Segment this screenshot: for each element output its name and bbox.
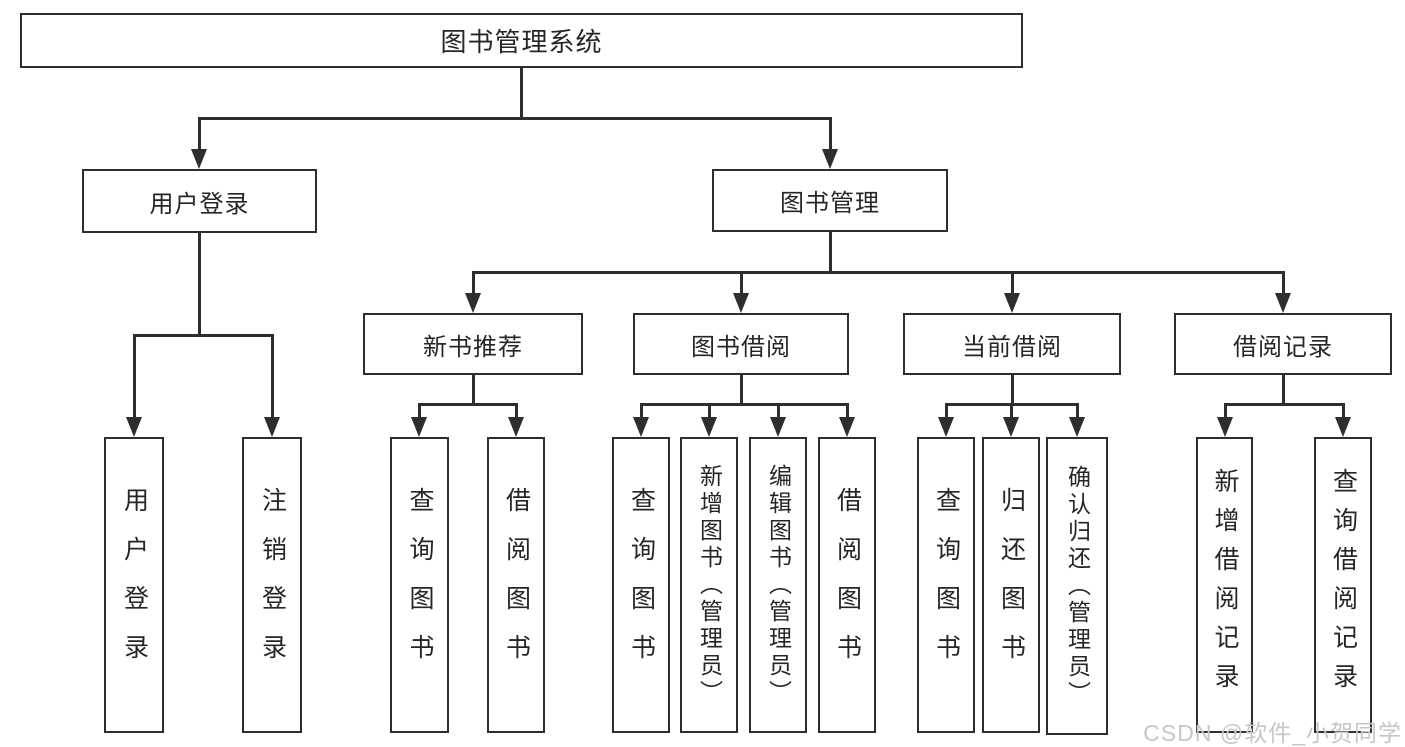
node-user-login-label: 用户登录 — [149, 190, 250, 218]
arrow-down-icon — [1335, 417, 1351, 437]
connector-line — [520, 68, 523, 119]
node-leaf-query-books-borrow: 查询图书 — [612, 437, 670, 733]
node-leaf-confirm-return-admin-label: 确认归还（管理员） — [1064, 464, 1091, 708]
connector-line — [515, 403, 518, 426]
node-leaf-user-login: 用户登录 — [104, 437, 164, 733]
connector-line — [133, 334, 136, 426]
connector-line — [1076, 403, 1079, 426]
node-leaf-confirm-return-admin: 确认归还（管理员） — [1046, 437, 1108, 735]
node-new-book-recommend: 新书推荐 — [363, 313, 583, 375]
node-leaf-borrow-books-recommend: 借阅图书 — [487, 437, 545, 733]
connector-line — [740, 271, 743, 302]
node-leaf-add-borrow-record: 新增借阅记录 — [1196, 437, 1253, 733]
node-leaf-borrow-books: 借阅图书 — [818, 437, 876, 733]
arrow-down-icon — [1004, 293, 1020, 313]
node-borrow-records-label: 借阅记录 — [1233, 333, 1333, 361]
connector-line — [271, 334, 274, 426]
node-leaf-borrow-books-label: 借阅图书 — [833, 487, 862, 683]
arrow-down-icon — [411, 417, 427, 437]
node-user-login: 用户登录 — [82, 169, 317, 233]
node-new-book-recommend-label: 新书推荐 — [423, 333, 523, 361]
connector-line — [1342, 403, 1345, 426]
connector-line — [945, 403, 948, 426]
connector-line — [1011, 271, 1014, 302]
node-leaf-add-borrow-record-label: 新增借阅记录 — [1211, 468, 1239, 702]
arrow-down-icon — [1275, 293, 1291, 313]
node-leaf-query-borrow-record-label: 查询借阅记录 — [1329, 468, 1358, 702]
node-leaf-query-books-borrow-label: 查询图书 — [627, 487, 656, 683]
node-leaf-add-book-admin-label: 新增图书（管理员） — [696, 463, 723, 707]
node-current-borrow: 当前借阅 — [903, 313, 1121, 375]
connector-line — [829, 117, 832, 157]
node-leaf-logout-label: 注销登录 — [258, 487, 287, 683]
connector-line — [740, 375, 743, 405]
connector-line — [133, 334, 273, 337]
arrow-down-icon — [770, 417, 786, 437]
connector-line — [829, 232, 832, 273]
connector-line — [1011, 375, 1014, 405]
connector-line — [1282, 271, 1285, 302]
node-book-management: 图书管理 — [712, 169, 948, 232]
node-leaf-query-books-current: 查询图书 — [917, 437, 975, 733]
connector-line — [472, 271, 475, 302]
node-leaf-query-books-recommend-label: 查询图书 — [406, 487, 434, 683]
node-leaf-query-books-current-label: 查询图书 — [932, 487, 961, 683]
node-book-borrow: 图书借阅 — [633, 313, 849, 375]
arrow-down-icon — [1069, 417, 1085, 437]
arrow-down-icon — [508, 417, 524, 437]
node-leaf-return-book: 归还图书 — [982, 437, 1040, 733]
connector-line — [1224, 403, 1227, 426]
connector-line — [640, 403, 848, 406]
connector-line — [1224, 403, 1344, 406]
node-borrow-records: 借阅记录 — [1174, 313, 1392, 375]
node-library-system-label: 图书管理系统 — [440, 27, 603, 57]
node-leaf-logout: 注销登录 — [242, 437, 302, 733]
node-book-borrow-label: 图书借阅 — [691, 333, 791, 361]
node-leaf-query-borrow-record: 查询借阅记录 — [1314, 437, 1372, 733]
arrow-down-icon — [701, 417, 717, 437]
node-leaf-return-book-label: 归还图书 — [997, 487, 1026, 683]
arrow-down-icon — [126, 417, 142, 437]
node-current-borrow-label: 当前借阅 — [962, 333, 1062, 361]
node-book-management-label: 图书管理 — [780, 190, 880, 217]
node-library-system: 图书管理系统 — [20, 13, 1023, 68]
node-leaf-edit-book-admin: 编辑图书（管理员） — [749, 437, 807, 733]
connector-line — [1010, 403, 1013, 426]
connector-line — [1282, 375, 1285, 405]
connector-line — [472, 375, 475, 405]
csdn-watermark: CSDN @软件_小贺同学 — [1143, 720, 1402, 746]
node-leaf-query-books-recommend: 查询图书 — [390, 437, 449, 733]
connector-line — [640, 403, 643, 426]
connector-line — [418, 403, 421, 426]
arrow-down-icon — [264, 417, 280, 437]
arrow-down-icon — [1003, 417, 1019, 437]
node-leaf-user-login-label: 用户登录 — [120, 487, 149, 683]
connector-line — [708, 403, 711, 426]
connector-line — [198, 233, 201, 336]
node-leaf-edit-book-admin-label: 编辑图书（管理员） — [765, 463, 792, 707]
arrow-down-icon — [633, 417, 649, 437]
arrow-down-icon — [839, 417, 855, 437]
connector-line — [198, 117, 201, 157]
arrow-down-icon — [1217, 417, 1233, 437]
connector-line — [472, 271, 1284, 274]
connector-line — [198, 117, 831, 120]
arrow-down-icon — [191, 149, 207, 169]
arrow-down-icon — [822, 149, 838, 169]
connector-line — [418, 403, 517, 406]
connector-line — [846, 403, 849, 426]
arrow-down-icon — [465, 293, 481, 313]
arrow-down-icon — [938, 417, 954, 437]
arrow-down-icon — [733, 293, 749, 313]
node-leaf-add-book-admin: 新增图书（管理员） — [680, 437, 738, 733]
connector-line — [777, 403, 780, 426]
node-leaf-borrow-books-recommend-label: 借阅图书 — [502, 487, 531, 683]
